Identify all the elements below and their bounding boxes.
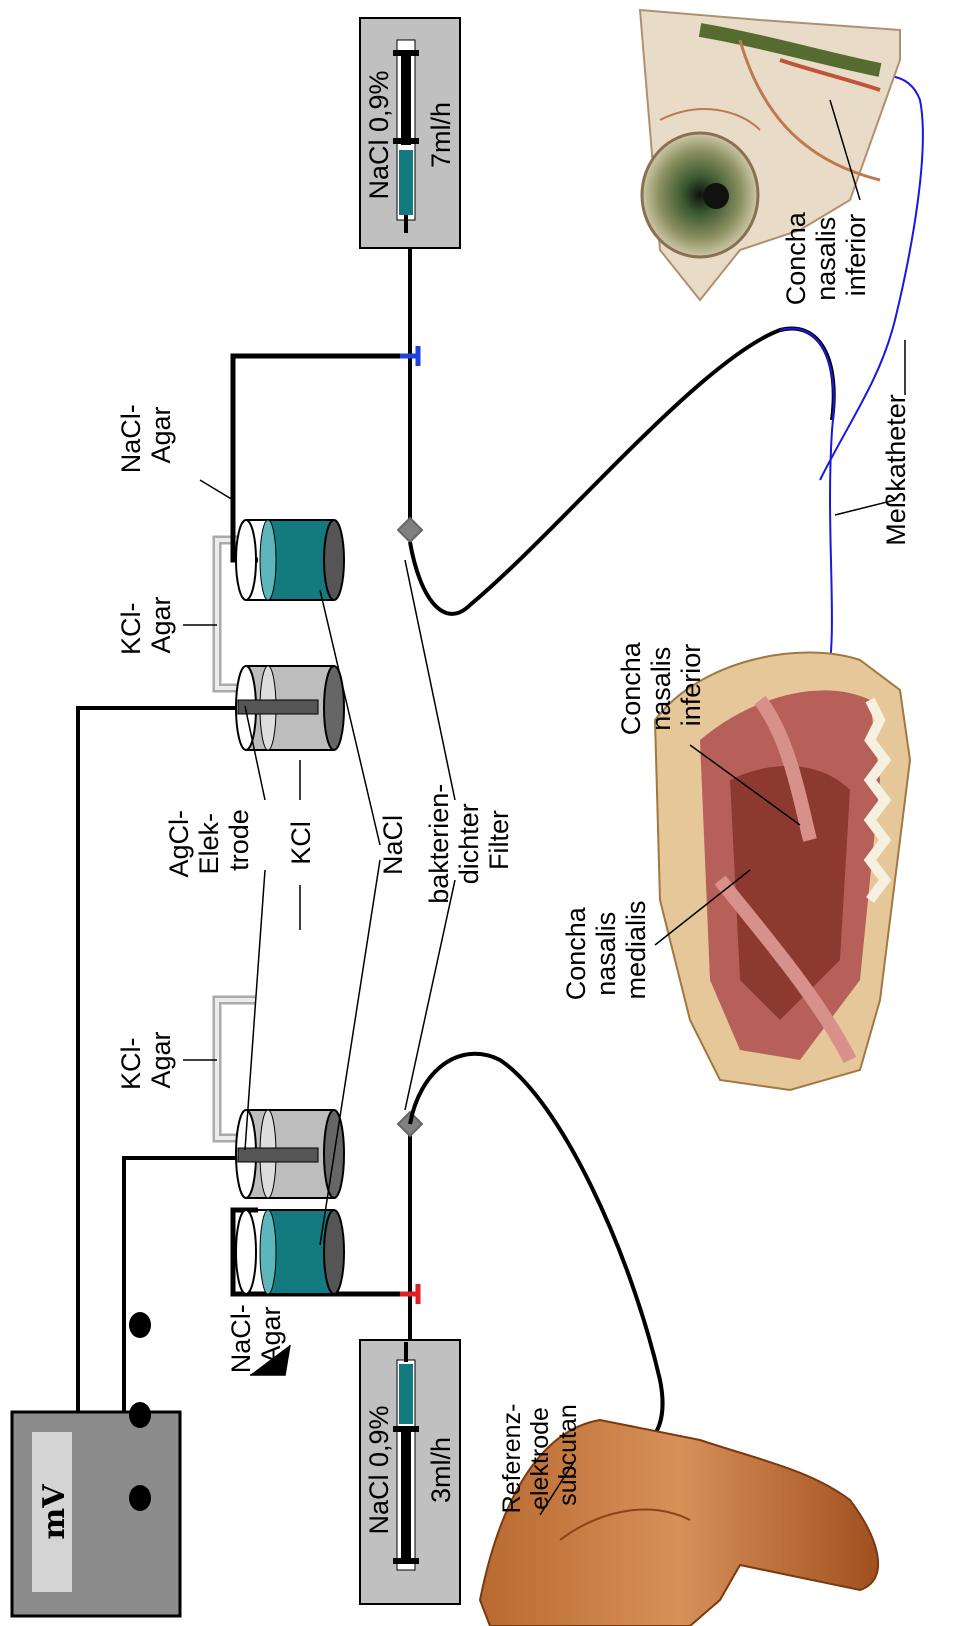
pump-top-rate: 7ml/h [426, 102, 456, 168]
reference-catheter-tube [408, 1051, 665, 1454]
meter-wire-bottom [122, 1156, 240, 1412]
t-connector-red [400, 1284, 421, 1304]
kcl-beaker-top [235, 665, 345, 751]
leader-concha-medialis [654, 869, 751, 946]
nacl-beaker-bottom [235, 1209, 345, 1295]
kcl-beaker-bottom [235, 1109, 345, 1199]
label-kcl: KCl [286, 821, 316, 865]
pump-top-solution: NaCl 0,9% [364, 70, 394, 199]
label-nacl: NaCl [378, 815, 408, 875]
pump-bottom-rate: 3ml/h [426, 1437, 456, 1503]
nacl-beaker-top [235, 519, 345, 601]
leader-nacl-bottom [319, 859, 381, 1246]
meter-display [32, 1432, 72, 1592]
label-concha-inferior-eye: Concha nasalis inferior [781, 205, 871, 306]
leader-agcl-elektrode-bottom [244, 869, 266, 1151]
label-nacl-agar-top: NaCl- Agar [116, 397, 176, 474]
leader-agcl-elektrode-top [244, 705, 266, 801]
meter-knob-1 [129, 1485, 151, 1511]
eye-cross-section-illustration [638, 8, 901, 302]
meter-wire-top [76, 706, 240, 1412]
label-bacterial-filter: bakterien- dichter Filter [424, 776, 514, 904]
millivoltmeter: mV [10, 1312, 182, 1618]
label-kcl-agar-bottom: KCl- Agar [116, 1030, 176, 1090]
label-messkatheter: Meßkatheter [881, 394, 911, 546]
leader-nacl-top [319, 589, 381, 846]
meter-knob-3 [129, 1312, 151, 1338]
leader-concha-nose [689, 744, 801, 826]
leader-nacl-agar-bottom [250, 1344, 291, 1376]
label-agcl-elektrode: AgCl- Elek- trode [164, 802, 254, 877]
label-kcl-agar-top: KCl- Agar [116, 595, 176, 655]
leader-filter-bottom [404, 879, 456, 1111]
label-concha-inferior-nose: Concha nasalis inferior [616, 635, 706, 736]
leader-messkatheter [834, 340, 906, 516]
label-concha-medialis: Concha nasalis medialis [561, 900, 651, 1001]
t-connector-blue [400, 346, 421, 366]
nasal-cavity-illustration [653, 651, 912, 1092]
syringe-pump-top: NaCl 0,9% 7ml/h [359, 17, 461, 249]
meter-knob-2 [129, 1402, 151, 1428]
label-referenzelektrode: Referenz- elektrode subcutan [498, 1397, 582, 1514]
measuring-catheter-tube [408, 326, 836, 616]
agcl-electrode-bottom [237, 1147, 319, 1163]
bacterial-filter-top [396, 516, 424, 544]
forearm-illustration [478, 1418, 880, 1626]
leader-concha-eye [829, 99, 861, 201]
meter-display-label: mV [37, 1484, 72, 1540]
syringe-pump-bottom: NaCl 0,9% 3ml/h [359, 1339, 461, 1605]
agcl-electrode-top [237, 699, 319, 715]
label-nacl-agar-bottom: NaCl- Agar [226, 1297, 286, 1374]
leader-nacl-agar-top [199, 479, 234, 501]
leader-filter-top [404, 559, 456, 801]
leader-referenz [539, 1459, 576, 1516]
pump-bottom-solution: NaCl 0,9% [364, 1405, 394, 1534]
